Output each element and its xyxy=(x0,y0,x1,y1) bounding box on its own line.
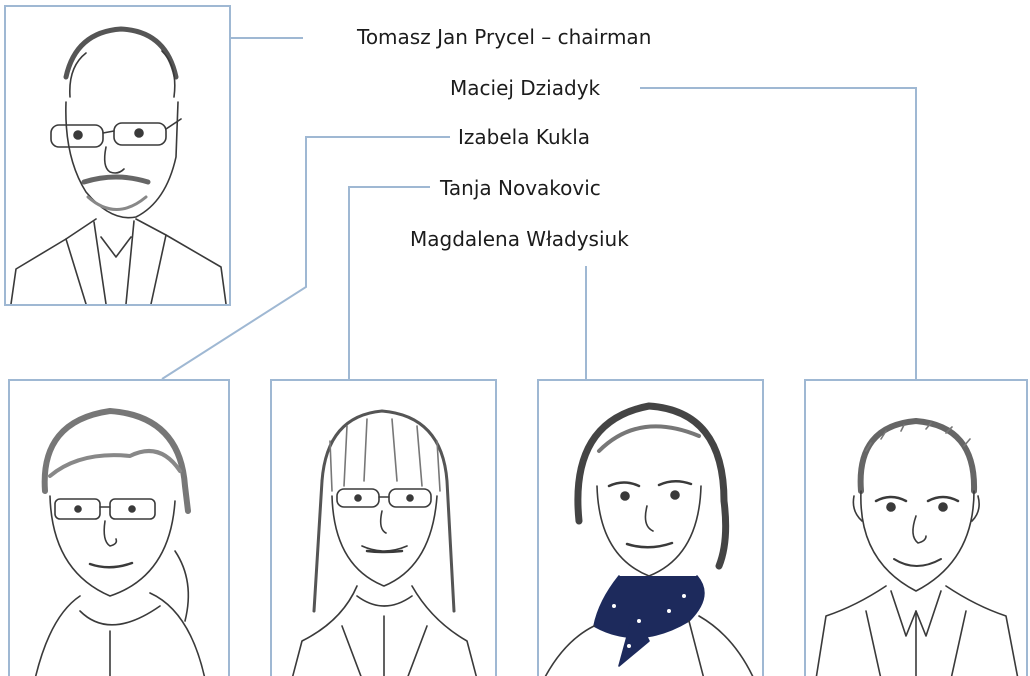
portrait-tanja-novakovic xyxy=(270,379,497,676)
member-name-magdalena-wladysiuk: Magdalena Władysiuk xyxy=(410,227,629,251)
portrait-magdalena-wladysiuk xyxy=(537,379,764,676)
member-name-maciej-dziadyk: Maciej Dziadyk xyxy=(450,76,601,100)
connector-maciej-dziadyk xyxy=(640,87,917,379)
member-name-tomasz-jan-prycel: Tomasz Jan Prycel – chairman xyxy=(357,25,652,49)
portrait-maciej-dziadyk xyxy=(804,379,1028,676)
portrait-izabela-kukla xyxy=(8,379,230,676)
connector-izabela-kukla xyxy=(161,136,450,380)
connector-tanja-novakovic xyxy=(348,186,430,379)
portrait-tomasz-jan-prycel xyxy=(4,5,231,306)
member-name-tanja-novakovic: Tanja Novakovic xyxy=(440,176,601,200)
member-name-izabela-kukla: Izabela Kukla xyxy=(458,125,591,149)
